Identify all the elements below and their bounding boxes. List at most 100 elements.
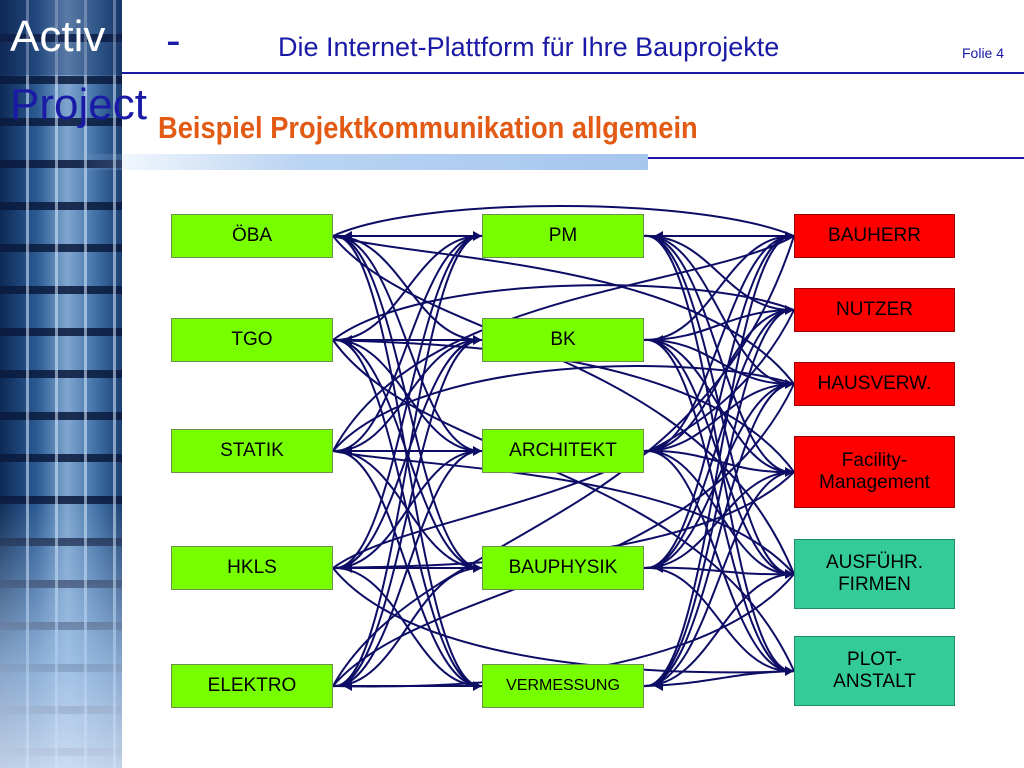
node-label: ARCHITEKT: [509, 440, 617, 461]
node-vermessung: VERMESSUNG: [482, 664, 644, 708]
building-photo: [0, 0, 122, 768]
node-label: BAUHERR: [828, 225, 921, 246]
connector-middle-right: [643, 308, 795, 570]
connector-middle-right: [643, 449, 795, 673]
node-hausverw: HAUSVERW.: [794, 362, 955, 406]
connector-middle-right: [643, 449, 795, 576]
brand-band: [0, 0, 122, 75]
arrowhead: [473, 335, 482, 345]
connector-middle-right: [643, 566, 795, 673]
node-label: ÖBA: [231, 225, 273, 246]
node-label: ELEKTRO: [207, 675, 297, 696]
node-bauherr: BAUHERR: [794, 214, 955, 258]
node-label: BK: [550, 329, 576, 350]
connector-middle-right: [643, 471, 795, 569]
arrowhead: [343, 335, 352, 345]
node-hkls: HKLS: [171, 546, 333, 590]
node-bk: BK: [482, 318, 644, 362]
connector-middle-right: [643, 338, 795, 673]
node-statik: STATIK: [171, 429, 333, 473]
connector-left-right: [332, 235, 795, 687]
node-oeba: ÖBA: [171, 214, 333, 258]
node-label: TGO: [231, 329, 273, 350]
connector-middle-right: [643, 308, 795, 688]
connector-middle-right: [643, 234, 795, 342]
connector-middle-right: [643, 382, 795, 570]
arrowhead: [473, 681, 482, 691]
connector-left-middle: [332, 449, 483, 688]
node-elektro: ELEKTRO: [171, 664, 333, 708]
arrowhead: [654, 231, 663, 241]
node-tgo: TGO: [171, 318, 333, 362]
node-facility-management: Facility- Management: [794, 436, 955, 508]
connector-middle-right: [643, 234, 795, 570]
node-label: HKLS: [227, 557, 277, 578]
arrowhead: [654, 335, 663, 345]
arrowhead: [785, 379, 794, 389]
node-label: AUSFÜHR. FIRMEN: [825, 552, 924, 595]
connector-left-right: [332, 450, 795, 575]
connector-middle-right: [643, 234, 795, 312]
node-label: VERMESSUNG: [506, 677, 620, 694]
arrowhead: [473, 563, 482, 573]
building-glare: [0, 500, 122, 768]
arrowhead: [343, 231, 352, 241]
connector-middle-right: [643, 338, 795, 386]
slide-number: Folie 4: [962, 45, 1005, 61]
header-underline-fade: [75, 154, 648, 170]
connector-left-right: [332, 567, 795, 674]
node-ausfuehr-firmen: AUSFÜHR. FIRMEN: [794, 539, 955, 609]
header-rule-bottom: [648, 157, 1024, 159]
connector-middle-right: [643, 470, 795, 688]
arrowhead: [473, 446, 482, 456]
arrowhead: [654, 446, 663, 456]
node-label: Facility- Management: [819, 450, 930, 493]
brand-name-line2: Project: [10, 80, 147, 129]
arrowhead: [785, 666, 794, 676]
node-architekt: ARCHITEKT: [482, 429, 644, 473]
brand-name: Activ: [10, 12, 106, 61]
connector-middle-right: [643, 566, 795, 576]
arrowhead: [343, 563, 352, 573]
connector-left-right: [332, 284, 795, 341]
node-bauphysik: BAUPHYSIK: [482, 546, 644, 590]
connector-left-right: [332, 309, 795, 569]
connector-left-middle: [332, 338, 483, 453]
node-label: HAUSVERW.: [817, 373, 932, 394]
connector-left-middle: [332, 338, 483, 570]
arrowhead: [785, 305, 794, 315]
node-label: PM: [548, 225, 578, 246]
arrowhead: [785, 231, 794, 241]
connector-left-right: [332, 235, 795, 452]
arrowhead: [785, 467, 794, 477]
node-nutzer: NUTZER: [794, 288, 955, 332]
arrowhead: [343, 446, 352, 456]
connector-left-right: [332, 205, 795, 237]
connector-left-middle: [332, 566, 483, 688]
connector-left-middle: [332, 234, 483, 342]
page-title: Die Internet-Plattform für Ihre Bauproje…: [278, 32, 780, 62]
arrowhead: [654, 563, 663, 573]
node-pm: PM: [482, 214, 644, 258]
connector-middle-right: [643, 309, 795, 341]
node-label: PLOT- ANSTALT: [833, 649, 916, 692]
node-label: STATIK: [220, 440, 284, 461]
node-plot-anstalt: PLOT- ANSTALT: [794, 636, 955, 706]
arrowhead: [343, 681, 352, 691]
header-rule-top: [122, 72, 1024, 74]
connector-middle-right: [643, 234, 795, 673]
connector-middle-right: [643, 383, 795, 452]
arrowhead: [473, 231, 482, 241]
connector-left-middle: [332, 338, 483, 688]
node-label: BAUPHYSIK: [508, 557, 618, 578]
connector-left-right: [332, 339, 795, 672]
section-title: Beispiel Projektkommunikation allgemein: [158, 110, 698, 145]
connector-left-right: [332, 365, 795, 452]
connector-middle-right: [643, 234, 795, 474]
arrowhead: [654, 681, 663, 691]
node-label: NUTZER: [835, 299, 914, 320]
brand-dash: -: [166, 16, 181, 65]
arrowhead: [785, 569, 794, 579]
